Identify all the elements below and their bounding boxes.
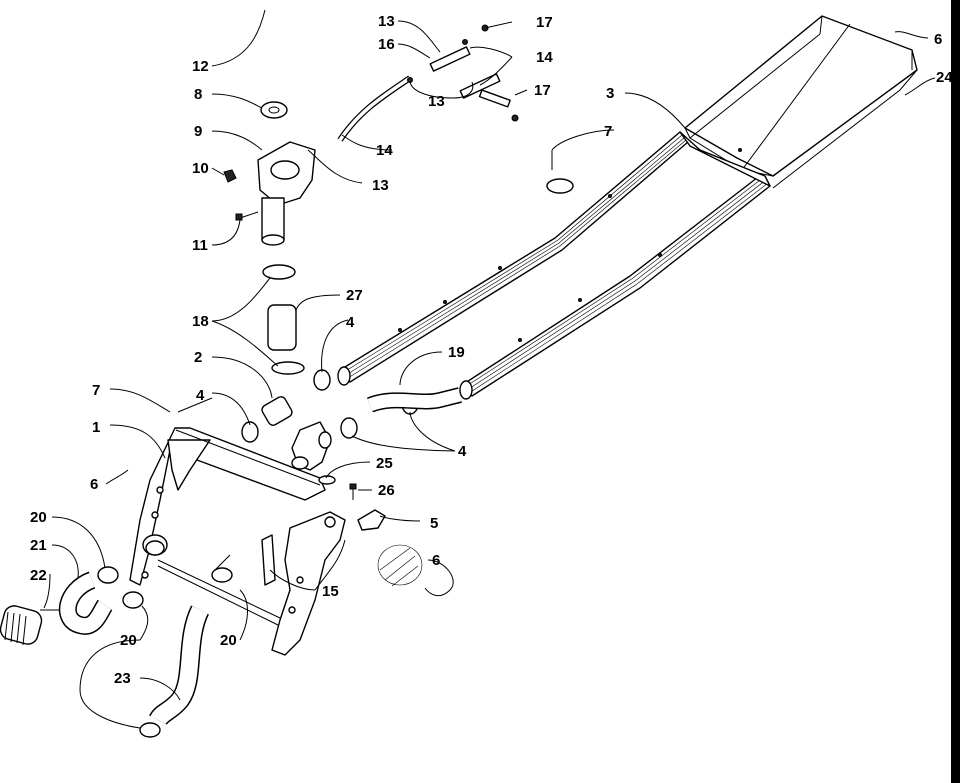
callout-18: 18: [192, 313, 209, 330]
bleeder-fittings: [407, 24, 519, 122]
callout-16: 16: [378, 36, 395, 53]
callout-11: 11: [192, 237, 208, 254]
callout-10: 10: [192, 160, 209, 177]
callout-labels: 1 2 3 4 4 4 5 6 6 6 7 7 8 9 10 11 12 13 …: [30, 13, 953, 687]
callout-21: 21: [30, 537, 47, 554]
callout-20: 20: [220, 632, 237, 649]
callout-14: 14: [536, 49, 553, 66]
callout-23: 23: [114, 670, 131, 687]
callout-8: 8: [194, 86, 202, 103]
callout-17: 17: [534, 82, 551, 99]
callout-20: 20: [120, 632, 137, 649]
callout-13: 13: [378, 13, 395, 30]
callout-19: 19: [448, 344, 465, 361]
callout-7: 7: [92, 382, 100, 399]
bleeder-hose: [337, 75, 412, 142]
callout-1: 1: [92, 419, 100, 436]
callout-14: 14: [376, 142, 393, 159]
hose-clamp: [262, 264, 296, 280]
heat-exchanger-assembly: [337, 15, 918, 400]
callout-13: 13: [428, 93, 445, 110]
decal: [546, 178, 574, 194]
callout-20: 20: [30, 509, 47, 526]
callout-27: 27: [346, 287, 363, 304]
y-fitting: [291, 421, 336, 485]
callout-4: 4: [196, 387, 205, 404]
mount-bracket: [357, 509, 386, 531]
callout-13: 13: [372, 177, 389, 194]
callout-17: 17: [536, 14, 553, 31]
nut: [223, 169, 237, 183]
hose-clamp-4c: [340, 417, 358, 439]
callout-3: 3: [606, 85, 614, 102]
callout-12: 12: [192, 58, 209, 75]
callout-6: 6: [432, 552, 440, 569]
hose-clamp-4b: [313, 369, 331, 391]
expansion-tank: [257, 141, 316, 246]
callout-2: 2: [194, 349, 202, 366]
callout-4: 4: [346, 314, 355, 331]
coupling-hose: [267, 304, 297, 351]
side-bracket: [261, 511, 346, 656]
image-edge-bar: [951, 0, 960, 783]
callout-24: 24: [936, 69, 953, 86]
callout-25: 25: [376, 455, 393, 472]
callout-22: 22: [30, 567, 47, 584]
callout-9: 9: [194, 123, 202, 140]
callout-7: 7: [604, 123, 612, 140]
hose-clamp-4a: [241, 421, 259, 443]
callout-15: 15: [322, 583, 339, 600]
callout-6: 6: [934, 31, 942, 48]
callout-6: 6: [90, 476, 98, 493]
leader-lines: [40, 9, 936, 729]
callout-5: 5: [430, 515, 438, 532]
cap-gasket: [260, 101, 288, 119]
hose-short: [261, 396, 293, 426]
lower-hoses: [0, 534, 233, 738]
callout-4: 4: [458, 443, 467, 460]
callout-26: 26: [378, 482, 395, 499]
